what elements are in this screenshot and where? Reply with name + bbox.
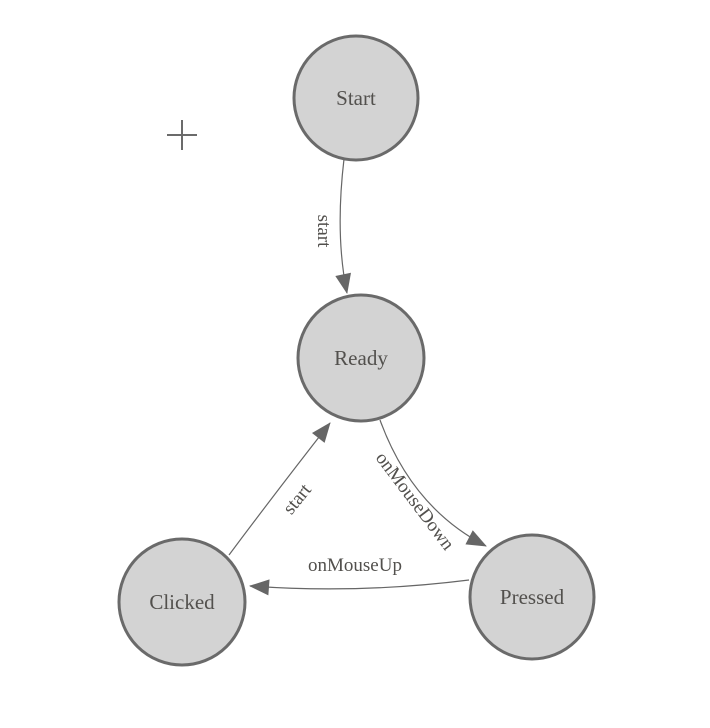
edge-start-to-ready[interactable] xyxy=(335,158,351,294)
state-node-pressed-label: Pressed xyxy=(500,585,565,609)
state-node-pressed[interactable]: Pressed xyxy=(468,533,596,661)
state-node-start[interactable]: Start xyxy=(292,34,420,162)
edge-ready-to-pressed[interactable] xyxy=(379,419,487,547)
state-node-ready-label: Ready xyxy=(334,346,388,370)
state-node-start-label: Start xyxy=(336,86,376,110)
edge-label-clicked-to-ready: start xyxy=(279,479,316,518)
edge-pressed-to-clicked[interactable] xyxy=(249,579,470,596)
state-node-ready[interactable]: Ready xyxy=(296,293,426,423)
state-node-clicked[interactable]: Clicked xyxy=(117,537,247,667)
plus-crosshair-icon xyxy=(167,120,197,150)
edge-label-pressed-to-clicked: onMouseUp xyxy=(308,555,402,576)
state-node-clicked-circle[interactable] xyxy=(117,537,247,667)
state-node-start-circle[interactable] xyxy=(292,34,420,162)
edge-label-ready-to-pressed: onMouseDown xyxy=(371,448,459,555)
edge-label-start-to-ready: start xyxy=(313,215,334,248)
state-node-pressed-circle[interactable] xyxy=(468,533,596,661)
state-node-clicked-label: Clicked xyxy=(149,590,215,614)
edge-clicked-to-ready[interactable] xyxy=(228,422,331,556)
state-node-ready-circle[interactable] xyxy=(296,293,426,423)
